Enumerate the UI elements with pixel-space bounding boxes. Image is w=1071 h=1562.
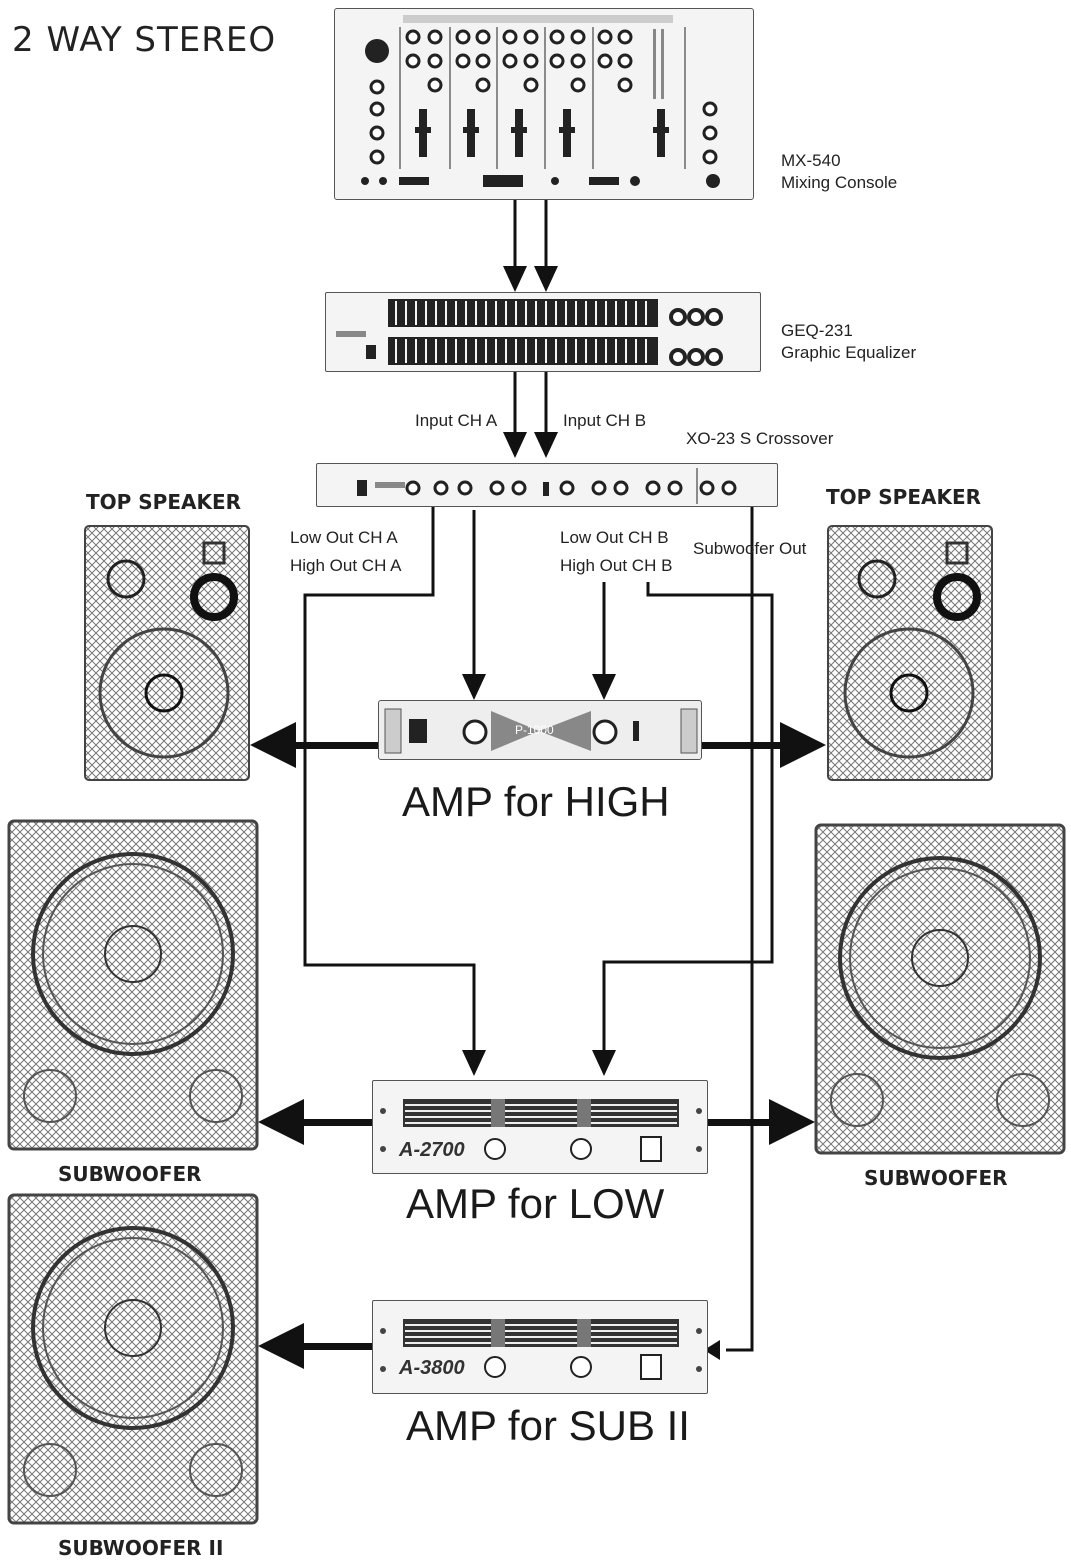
crossover-device-icon (316, 463, 778, 507)
amp-high-model: P-1000 (515, 723, 554, 737)
amp-low-caption: AMP for LOW (406, 1180, 665, 1227)
amplifier-icon: P-1000 (378, 700, 702, 760)
speaker-cabinet-icon (84, 525, 250, 781)
arrow-icon (462, 1050, 486, 1076)
subwoofer-right-label: SUBWOOFER (864, 1166, 1008, 1190)
mixer-label: MX-540 Mixing Console (781, 150, 897, 194)
amplifier-icon: A-3800 (372, 1300, 708, 1394)
speaker-cabinet-icon (7, 1193, 259, 1525)
arrow-icon (258, 1323, 304, 1369)
arrow-icon (462, 674, 486, 700)
input-ch-b-label: Input CH B (563, 411, 647, 430)
eq-model: GEQ-231 (781, 321, 853, 340)
speaker-cabinet-icon (7, 819, 259, 1151)
arrow-icon (503, 432, 527, 458)
mixer-device-icon (334, 8, 754, 200)
amp-sub2-caption: AMP for SUB II (406, 1402, 690, 1449)
arrow-icon (258, 1099, 304, 1145)
arrow-icon (769, 1099, 815, 1145)
eq-type: Graphic Equalizer (781, 343, 917, 362)
subwoofer-ii-label: SUBWOOFER II (58, 1536, 224, 1560)
arrow-icon (534, 432, 558, 458)
arrow-icon (704, 1340, 720, 1360)
arrow-icon (503, 266, 527, 292)
low-out-b-label: Low Out CH B (560, 528, 669, 547)
diagram-title: 2 WAY STEREO (12, 20, 277, 60)
amplifier-icon: A-2700 (372, 1080, 708, 1174)
equalizer-device-icon (325, 292, 761, 372)
low-a-wire (303, 505, 476, 1052)
high-out-a-label: High Out CH A (290, 556, 402, 575)
low-out-a-label: Low Out CH A (290, 528, 398, 547)
arrow-icon (592, 1050, 616, 1076)
arrow-icon (250, 722, 296, 768)
speaker-cabinet-icon (827, 525, 993, 781)
eq-label: GEQ-231 Graphic Equalizer (781, 320, 916, 364)
arrow-icon (534, 266, 558, 292)
top-speaker-left-label: TOP SPEAKER (86, 490, 242, 514)
mixer-type: Mixing Console (781, 173, 898, 192)
input-ch-a-label: Input CH A (415, 411, 498, 430)
high-out-b-label: High Out CH B (560, 556, 673, 575)
sub-wire (726, 505, 754, 1352)
top-speaker-right-label: TOP SPEAKER (826, 485, 982, 509)
amp-high-caption: AMP for HIGH (402, 778, 670, 825)
arrow-icon (592, 674, 616, 700)
crossover-name-label: XO-23 S Crossover (686, 429, 834, 448)
speaker-cabinet-icon (814, 823, 1066, 1155)
amp-sub2-model: A-3800 (399, 1357, 465, 1379)
amp-low-model: A-2700 (399, 1139, 465, 1161)
sub-out-label: Subwoofer Out (693, 539, 807, 558)
low-b-wire (602, 582, 774, 1052)
subwoofer-left-label: SUBWOOFER (58, 1162, 202, 1186)
arrow-icon (780, 722, 826, 768)
mixer-model: MX-540 (781, 151, 841, 170)
